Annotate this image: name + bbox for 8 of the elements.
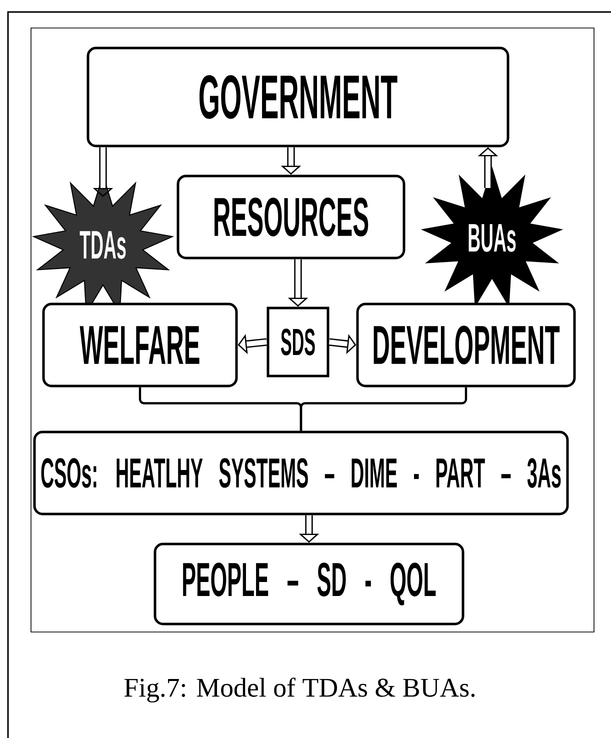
process-box: SDS (266, 306, 330, 378)
process-box: CSOs: HEATLHY SYSTEMS – DIME - PART – 3As (33, 430, 569, 516)
process-box: WELFARE (42, 302, 238, 388)
process-box: RESOURCES (176, 174, 406, 260)
process-box: PEOPLE – SD - QOL (154, 542, 464, 626)
caption: Fig.7: Model of TDAs & BUAs. (124, 678, 475, 702)
process-box: DEVELOPMENT (356, 302, 576, 388)
process-box: GOVERNMENT (86, 46, 510, 148)
